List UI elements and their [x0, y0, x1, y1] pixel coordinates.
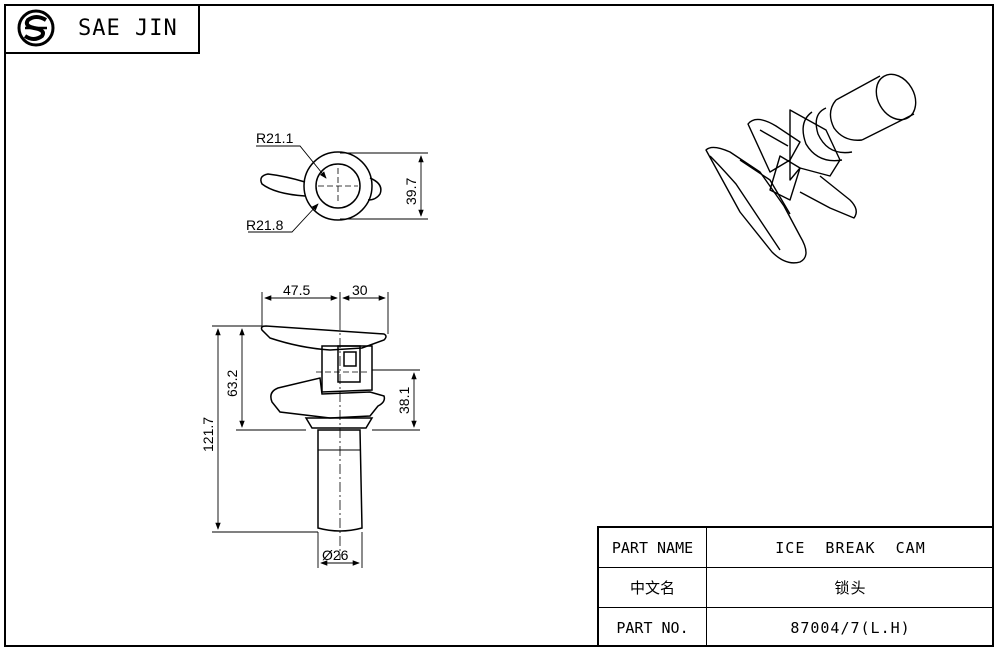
drawing-frame — [4, 4, 994, 647]
dim-height-top: 39.7 — [403, 178, 419, 205]
title-row-part-no: PART NO. 87004/7(L.H) — [599, 608, 994, 647]
sj-logo-icon — [17, 9, 55, 47]
title-block: PART NAME ICE BREAK CAM 中文名 锁头 PART NO. … — [597, 526, 994, 647]
part-no-label: PART NO. — [599, 608, 707, 647]
dim-width-left: 47.5 — [283, 282, 310, 298]
chinese-name-value: 锁头 — [834, 579, 867, 597]
title-row-chinese-name: 中文名 锁头 — [599, 568, 994, 608]
chinese-name-label: 中文名 — [599, 568, 707, 607]
part-name-value: ICE BREAK CAM — [775, 538, 926, 557]
dim-height-cam: 63.2 — [224, 370, 240, 397]
dim-r-upper: R21.1 — [256, 130, 294, 146]
part-name-label: PART NAME — [599, 528, 707, 567]
dim-height-notch: 38.1 — [396, 387, 412, 414]
dim-height-total: 121.7 — [200, 417, 216, 452]
isometric-view — [705, 73, 917, 264]
dim-r-lower: R21.8 — [246, 217, 284, 233]
dim-width-right: 30 — [352, 282, 368, 298]
title-row-part-name: PART NAME ICE BREAK CAM — [599, 528, 994, 568]
top-view — [248, 145, 428, 233]
front-view — [212, 292, 420, 568]
part-no-value: 87004/7(L.H) — [790, 618, 911, 637]
brand-name: SAE JIN — [78, 15, 178, 41]
logo-box: SAE JIN — [4, 4, 200, 54]
dim-diameter: Ø26 — [322, 547, 349, 563]
